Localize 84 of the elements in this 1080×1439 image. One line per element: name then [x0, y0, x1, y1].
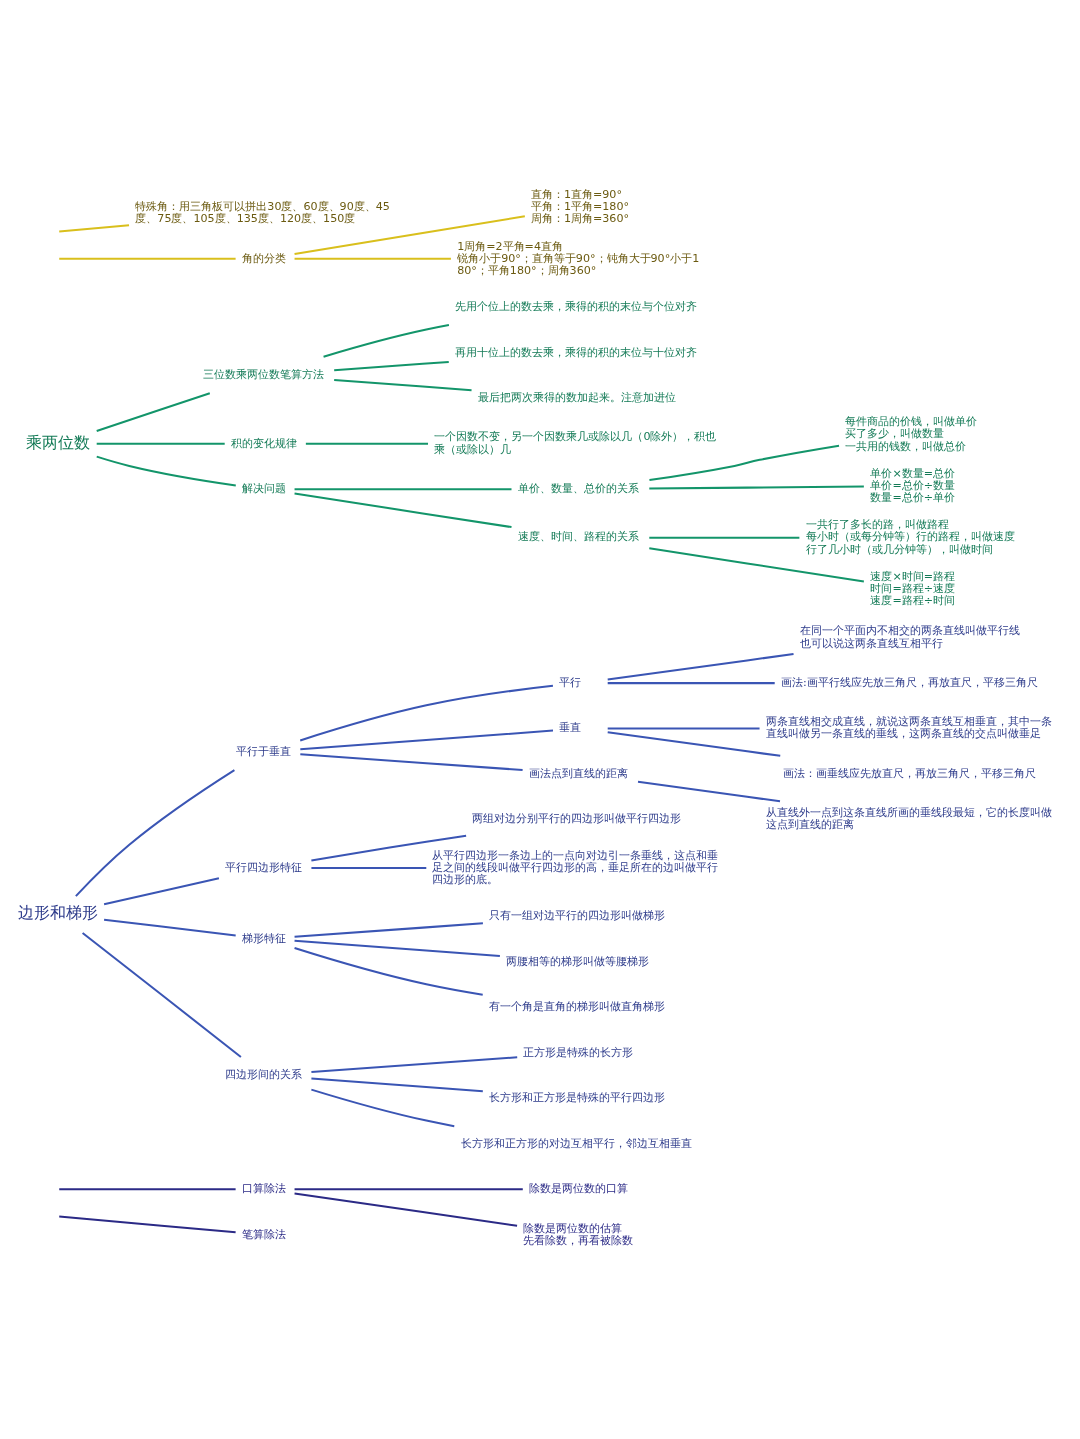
node-text: 垂直 — [559, 721, 582, 735]
connector — [294, 257, 451, 260]
node-text: 长方形和正方形是特殊的平行四边形 — [488, 1091, 665, 1105]
node-text: 长方形和正方形的对边互相平行，邻边互相垂直 — [460, 1136, 692, 1150]
node-text: 从直线外一点到这条直线所画的垂线段最短，它的长度叫做这点到直线的距离 — [765, 806, 1052, 832]
node-text: 特殊角：用三角板可以拼出30度、60度、90度、45度、75度、105度、135度、120度、150度 — [135, 200, 390, 226]
connector — [311, 1056, 518, 1073]
connector — [607, 727, 760, 730]
node-text: 笔算除法 — [241, 1227, 286, 1241]
connector — [311, 1077, 483, 1093]
connector — [311, 834, 467, 862]
node-text: 平行四边形特征 — [225, 860, 303, 874]
node-text: 平行 — [559, 675, 582, 689]
node-text: 解决问题 — [241, 481, 286, 495]
node-text: 正方形是特殊的长方形 — [523, 1045, 634, 1059]
connector — [96, 442, 225, 445]
connector — [607, 731, 781, 757]
connector — [637, 780, 781, 803]
connector — [294, 1188, 523, 1191]
connector — [649, 444, 840, 482]
connector — [311, 1088, 455, 1128]
node-text: 直角：1直角=90° 平角：1平角=180° 周角：1周角=360° — [530, 187, 630, 226]
connector — [103, 877, 220, 906]
node-text: 两腰相等的梯形叫做等腰梯形 — [506, 954, 650, 968]
node-text: 一个因数不变，另一个因数乘几或除以几（0除外），积也乘（或除以）几 — [434, 430, 717, 456]
node-text: 每件商品的价钱，叫做单价 买了多少，叫做数量 一共用的钱数，叫做总价 — [845, 415, 978, 453]
node-text: 角的分类 — [241, 251, 286, 265]
connector — [59, 257, 236, 260]
connector — [294, 492, 512, 529]
connector — [294, 488, 512, 491]
connector — [294, 947, 483, 996]
node-text: 四边形间的关系 — [225, 1067, 303, 1081]
connector — [334, 379, 472, 392]
node-text: 速度、时间、路程的关系 — [517, 530, 639, 544]
node-text: 先用个位上的数去乘，乘得的积的末位与个位对齐 — [455, 300, 698, 314]
node-text: 1周角=2平角=4直角 锐角小于90°；直角等于90°；钝角大于90°小于180°；平角180°；周角360° — [457, 239, 700, 277]
node-text: 单价×数量=总价 单价=总价÷数量 数量=总价÷单价 — [870, 466, 956, 505]
node-text: 两组对边分别平行的四边形叫做平行四边形 — [472, 812, 682, 826]
connector — [96, 455, 236, 487]
node-text: 三位数乘两位数笔算方法 — [202, 367, 324, 381]
node-text: 从平行四边形一条边上的一点向对边引一条垂线，这点和垂足之间的线段叫做平行四边形的高，垂足所在的边叫做平行四边形的底。 — [432, 848, 719, 886]
connector — [294, 215, 525, 256]
node-text: 口算除法 — [241, 1182, 286, 1196]
node-text: 再用十位上的数去乘，乘得的积的末位与十位对齐 — [455, 345, 698, 359]
connector — [294, 922, 483, 938]
node-text: 最后把两次乘得的数加起来。注意加进位 — [477, 391, 676, 405]
connector — [96, 392, 211, 433]
connector — [59, 1188, 236, 1191]
node-text: 有一个角是直角的梯形叫做直角梯形 — [488, 1000, 665, 1014]
connector — [649, 547, 864, 583]
node-text: 速度×时间=路程 时间=路程÷速度 速度=路程÷时间 — [870, 569, 956, 608]
node-text: 积的变化规律 — [230, 436, 297, 450]
connector — [75, 769, 235, 897]
connector — [103, 918, 236, 937]
connector — [305, 442, 428, 445]
node-text: 一共行了多长的路，叫做路程 每小时（或每分钟等）行的路程，叫做速度 行了几小时（或几分钟等），叫做时间 — [805, 518, 1015, 556]
connector — [607, 653, 794, 681]
connector — [82, 932, 242, 1058]
connector — [607, 682, 775, 685]
connector — [300, 729, 554, 751]
node-text: 画法：画垂线应先放直尺，再放三角尺，平移三角尺 — [782, 766, 1036, 780]
connector — [334, 361, 449, 372]
connector — [300, 753, 523, 772]
connector — [294, 1192, 518, 1227]
connector — [294, 939, 500, 958]
node-text: 画法:画平行线应先放三角尺，再放直尺，平移三角尺 — [780, 675, 1038, 689]
connector — [649, 485, 864, 490]
connector — [311, 867, 427, 870]
node-text: 画法点到直线的距离 — [528, 766, 628, 780]
node-text: 梯形特征 — [241, 931, 286, 945]
node-text: 两条直线相交成直线，就说这两条直线互相垂直，其中一条直线叫做另一条直线的垂线，这两条直线的交点叫做垂足 — [765, 715, 1052, 741]
node-text: 只有一组对边平行的四边形叫做梯形 — [488, 909, 665, 923]
node-text: 乘两位数 — [25, 432, 90, 452]
connector — [323, 324, 450, 358]
connector — [59, 224, 130, 233]
connector — [299, 684, 554, 742]
node-text: 除数是两位数的口算 — [528, 1182, 628, 1196]
node-text: 在同一个平面内不相交的两条直线叫做平行线 也可以说这两条直线互相平行 — [799, 624, 1020, 650]
node-text: 除数是两位数的估算 先看除数，再看被除数 — [523, 1221, 634, 1247]
node-text: 平行于垂直 — [236, 744, 292, 758]
node-text: 边形和梯形 — [18, 903, 99, 923]
node-text: 单价、数量、总价的关系 — [517, 481, 639, 495]
connector — [649, 536, 800, 539]
connector — [59, 1215, 236, 1234]
